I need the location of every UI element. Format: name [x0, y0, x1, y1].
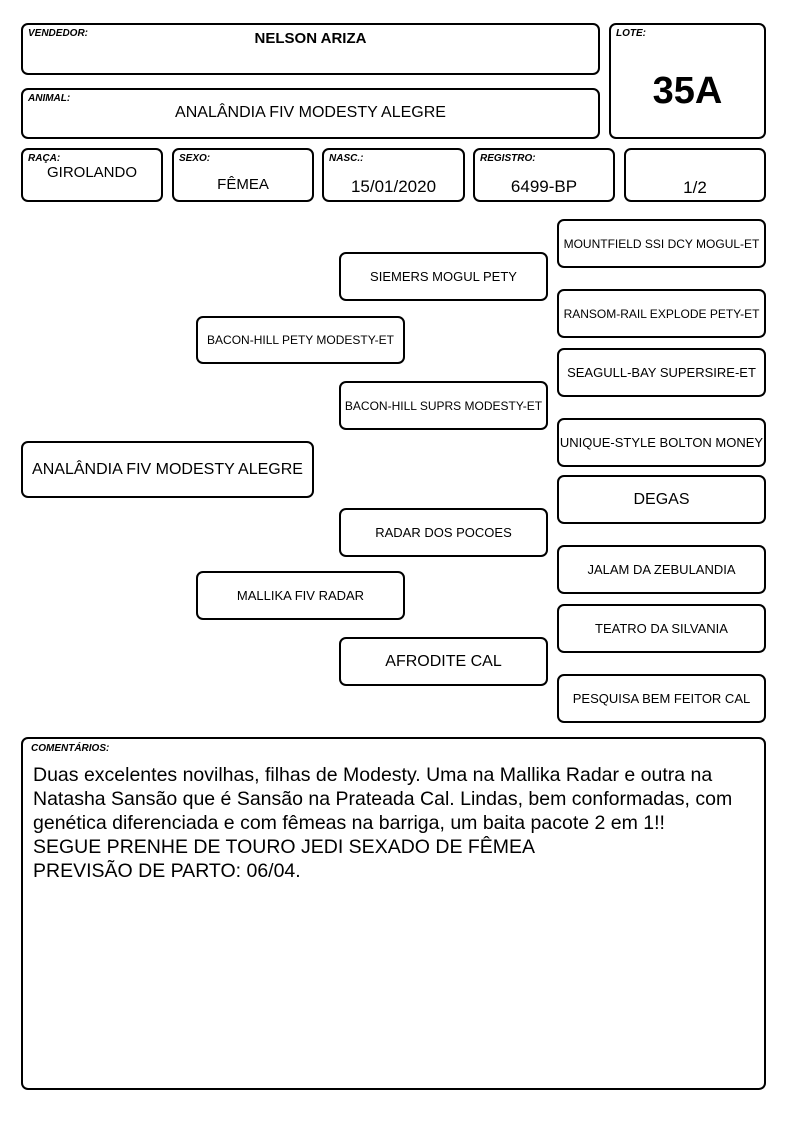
breed-value: GIROLANDO: [46, 164, 137, 181]
seller-box: VENDEDOR: NELSON ARIZA: [21, 23, 600, 75]
birth-box: NASC.: 15/01/2020: [322, 148, 465, 202]
lot-box: LOTE: 35A: [609, 23, 766, 139]
pedigree-ds-sire: DEGAS: [557, 475, 766, 524]
sex-value: FÊMEA: [217, 176, 269, 193]
pedigree-sd-dam: UNIQUE-STYLE BOLTON MONEY: [557, 418, 766, 467]
comments-box: COMENTÁRIOS: Duas excelentes novilhas, f…: [21, 737, 766, 1090]
blood-value: 1/2: [683, 178, 707, 197]
birth-label: NASC.:: [329, 153, 364, 164]
registry-label: REGISTRO:: [480, 153, 536, 164]
pedigree-dam-sire: RADAR DOS POCOES: [339, 508, 548, 557]
pedigree-dam-dam: AFRODITE CAL: [339, 637, 548, 686]
animal-label: ANIMAL:: [28, 93, 71, 104]
animal-box: ANIMAL: ANALÂNDIA FIV MODESTY ALEGRE: [21, 88, 600, 139]
comments-text: Duas excelentes novilhas, filhas de Mode…: [33, 764, 733, 882]
seller-label: VENDEDOR:: [28, 28, 89, 39]
breed-label: RAÇA:: [28, 153, 61, 164]
pedigree-dd-sire: TEATRO DA SILVANIA: [557, 604, 766, 653]
breed-box: RAÇA: GIROLANDO: [21, 148, 163, 202]
pedigree-dd-dam: PESQUISA BEM FEITOR CAL: [557, 674, 766, 723]
pedigree-sire-dam: BACON-HILL SUPRS MODESTY-ET: [339, 381, 548, 430]
pedigree-ss-sire: MOUNTFIELD SSI DCY MOGUL-ET: [557, 219, 766, 268]
pedigree-sire-sire: SIEMERS MOGUL PETY: [339, 252, 548, 301]
pedigree-sd-sire: SEAGULL-BAY SUPERSIRE-ET: [557, 348, 766, 397]
animal-name: ANALÂNDIA FIV MODESTY ALEGRE: [175, 104, 446, 121]
lot-number: 35A: [652, 70, 723, 112]
registry-value: 6499-BP: [510, 177, 578, 196]
birth-value: 15/01/2020: [350, 177, 437, 196]
registry-box: REGISTRO: 6499-BP: [473, 148, 615, 202]
sex-label: SEXO:: [179, 153, 211, 164]
pedigree-ss-dam: RANSOM-RAIL EXPLODE PETY-ET: [557, 289, 766, 338]
pedigree-dam: MALLIKA FIV RADAR: [196, 571, 405, 620]
sex-box: SEXO: FÊMEA: [172, 148, 314, 202]
pedigree-ds-dam: JALAM DA ZEBULANDIA: [557, 545, 766, 594]
pedigree-animal: ANALÂNDIA FIV MODESTY ALEGRE: [21, 441, 314, 498]
pedigree-sire: BACON-HILL PETY MODESTY-ET: [196, 316, 405, 364]
comments-label: COMENTÁRIOS:: [31, 743, 110, 754]
lot-label: LOTE:: [616, 28, 646, 39]
seller-name: NELSON ARIZA: [254, 30, 367, 47]
blood-box: 1/2: [624, 148, 766, 202]
